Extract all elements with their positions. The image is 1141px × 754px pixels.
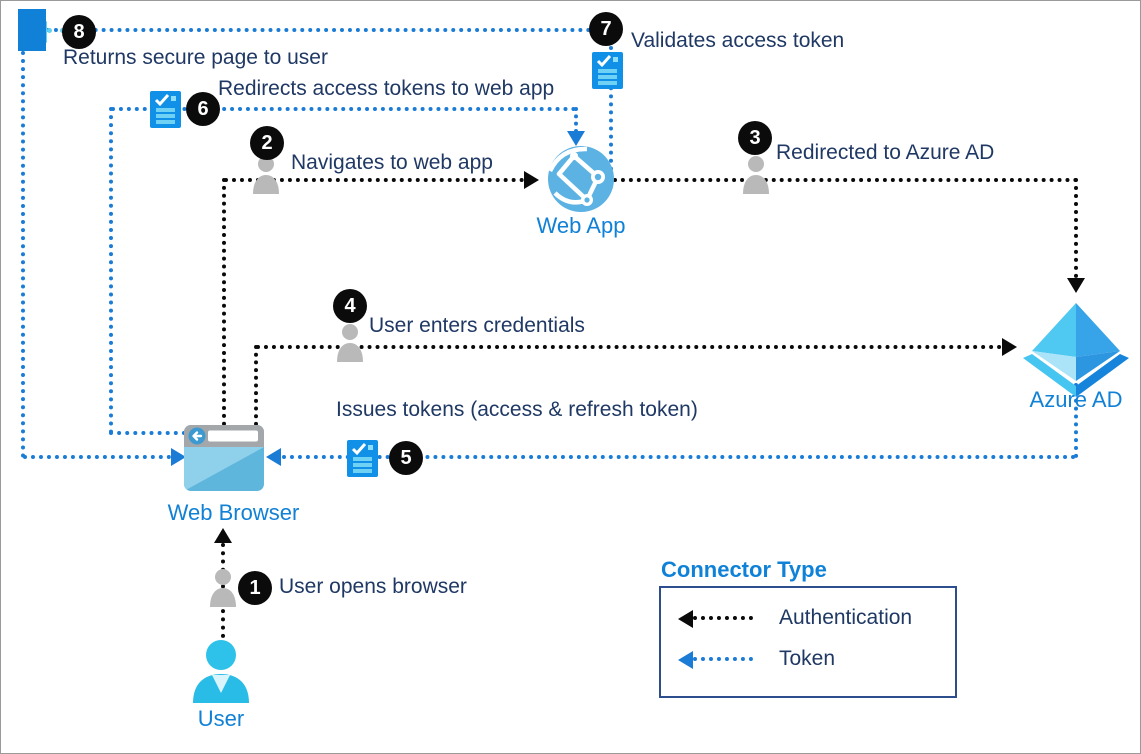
step-label-5: Issues tokens (access & refresh token) — [336, 398, 698, 421]
token-line-step6-left — [109, 107, 113, 434]
token-document-icon — [347, 440, 378, 477]
token-line-left-edge — [21, 51, 25, 458]
auth-arrowhead-into-azuread-left — [1002, 338, 1017, 356]
web-browser-label: Web Browser — [167, 500, 300, 525]
legend-authentication-arrowhead — [678, 610, 693, 628]
azure-ad-label: Azure AD — [1029, 387, 1123, 412]
azure-ad-icon — [1023, 303, 1129, 397]
step-label-1: User opens browser — [279, 575, 467, 598]
person-icon — [210, 569, 236, 607]
token-line-step8-top — [46, 28, 591, 32]
auth-line-step2 — [224, 178, 524, 182]
auth-arrowhead-into-webapp — [524, 171, 539, 189]
step-number-badge: 2 — [250, 126, 284, 160]
step-number-badge: 6 — [186, 92, 220, 126]
token-line-step5 — [282, 455, 1076, 459]
token-line-azuread-down — [1074, 383, 1078, 458]
step-label-4: User enters credentials — [369, 314, 585, 337]
legend-authentication-label: Authentication — [779, 606, 913, 629]
token-document-icon — [150, 91, 181, 128]
auth-line-step4-vert — [254, 345, 258, 426]
step-label-2: Navigates to web app — [291, 151, 493, 174]
step-number-badge: 3 — [738, 121, 772, 155]
step-number-badge: 7 — [589, 12, 623, 46]
legend-title: Connector Type — [661, 557, 827, 582]
step-label-8: Returns secure page to user — [63, 46, 328, 69]
step-label-6: Redirects access tokens to web app — [218, 77, 555, 100]
auth-line-step4 — [256, 345, 1002, 349]
auth-line-step3 — [613, 178, 1078, 182]
step-label-3: Redirected to Azure AD — [776, 141, 995, 164]
legend-token-line — [693, 657, 753, 661]
token-document-icon — [592, 52, 623, 89]
web-app-globe-icon — [547, 146, 614, 212]
token-arrowhead-into-browser-left — [171, 448, 186, 466]
step-number-badge: 4 — [333, 289, 367, 323]
auth-arrowhead-into-azuread-top — [1067, 278, 1085, 293]
web-app-label: Web App — [536, 213, 626, 238]
user-icon — [193, 640, 249, 703]
legend-token-label: Token — [779, 647, 836, 670]
token-line-step8-bottom — [23, 455, 171, 459]
cyan-token-tail — [47, 28, 65, 33]
step-label-7: Validates access token — [631, 29, 845, 52]
user-label: User — [197, 706, 245, 731]
web-browser-icon — [184, 425, 264, 491]
person-icon — [743, 156, 769, 194]
auth-line-step3-vert — [1074, 178, 1078, 278]
step-number-badge: 5 — [389, 441, 423, 475]
secure-page-icon — [18, 9, 46, 51]
person-icon — [253, 156, 279, 194]
auth-arrowhead-into-browser-bottom — [214, 528, 232, 543]
person-icon — [337, 324, 363, 362]
token-line-step6-bottom — [109, 431, 186, 435]
step-number-badge: 1 — [238, 571, 272, 605]
token-line-step6-top — [111, 107, 576, 111]
token-arrowhead-into-browser-right — [266, 448, 281, 466]
token-arrowhead-into-webapp — [567, 131, 585, 146]
auth-line-step2-vert — [222, 178, 226, 426]
legend-token-arrowhead — [678, 651, 693, 669]
legend-box — [659, 586, 957, 698]
legend-authentication-line — [693, 616, 753, 620]
token-line-step6-into-webapp — [574, 107, 578, 133]
step-number-badge: 8 — [62, 15, 96, 49]
token-line-step7-up — [609, 46, 613, 179]
